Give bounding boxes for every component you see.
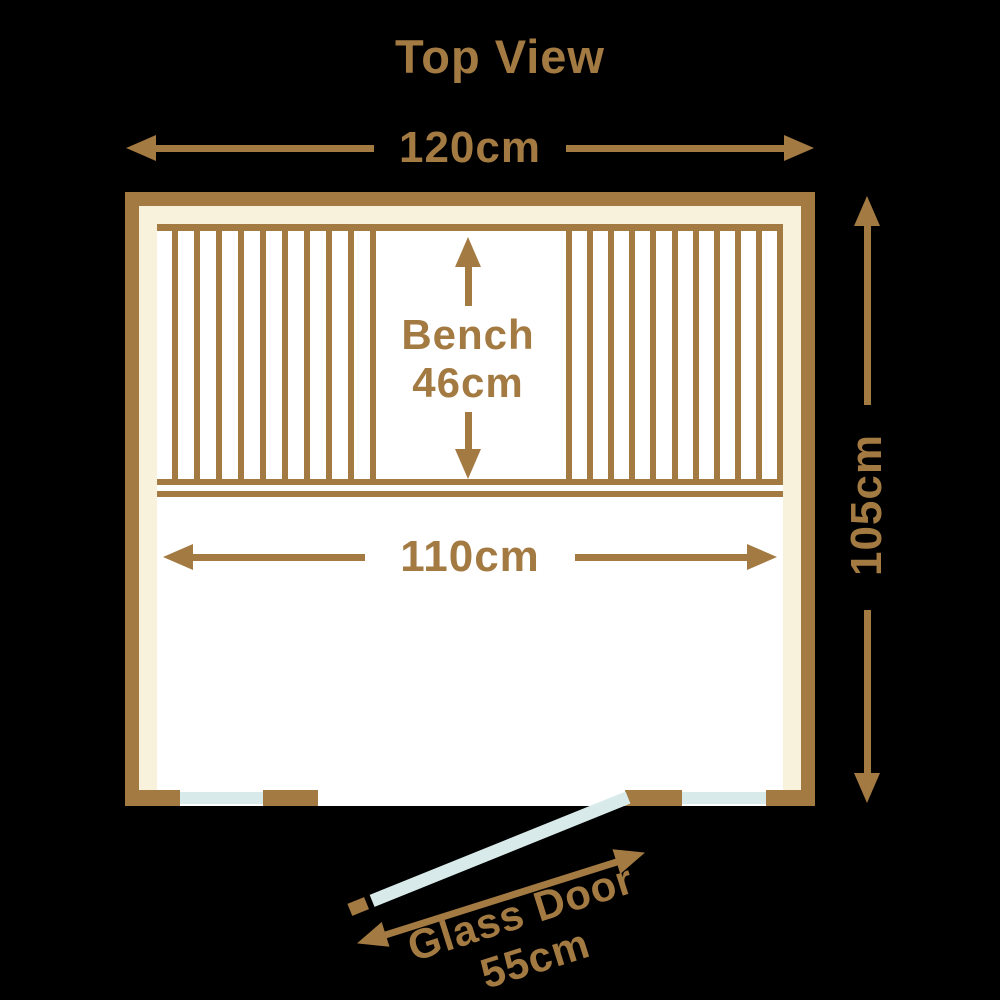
bench-slat xyxy=(713,231,720,479)
bench-label: Bench xyxy=(401,311,535,358)
arrow-right-icon xyxy=(784,135,814,161)
wall-right-lining xyxy=(783,206,801,790)
bench-slat xyxy=(348,231,354,479)
wall-left-lining xyxy=(139,206,157,790)
bench-slat xyxy=(734,231,741,479)
bench-slat xyxy=(282,231,288,479)
overall-width-label: 120cm xyxy=(398,123,541,172)
bottom-wall-segment xyxy=(125,790,180,806)
bench-slat xyxy=(650,231,657,479)
dimension-line-segment xyxy=(566,145,790,152)
bench-slat xyxy=(608,231,615,479)
bench-slat xyxy=(172,231,178,479)
glass-panel-right xyxy=(682,792,766,804)
bottom-wall-segment xyxy=(766,790,815,806)
bench-front-rail-2 xyxy=(157,491,783,497)
bench-slat xyxy=(370,231,376,479)
wall-top-lining xyxy=(139,206,801,224)
bench-slat xyxy=(692,231,699,479)
dimension-line-segment xyxy=(465,412,472,456)
bottom-wall-segment xyxy=(625,790,682,806)
dimension-line-segment xyxy=(465,262,472,306)
wall-top-inner-rail xyxy=(157,224,783,231)
bench-front-rail xyxy=(157,479,783,485)
bench-slat xyxy=(671,231,678,479)
wall-right-outer xyxy=(801,192,815,806)
bench-slat xyxy=(216,231,222,479)
dimension-line-segment xyxy=(864,610,871,779)
bench-slat xyxy=(238,231,244,479)
bench-slat xyxy=(587,231,594,479)
bench-slat xyxy=(304,231,310,479)
bench-slat xyxy=(566,231,572,479)
wall-top-outer xyxy=(125,192,815,206)
overall-depth-label: 105cm xyxy=(842,434,891,577)
bench-slat xyxy=(260,231,266,479)
interior-width-label: 110cm xyxy=(400,532,540,581)
dimension-line-segment xyxy=(187,554,365,561)
bench-slat xyxy=(326,231,332,479)
diagram-title: Top View xyxy=(395,30,605,83)
glass-panel-left xyxy=(180,792,263,804)
dimension-line-segment xyxy=(575,554,753,561)
bench-slat xyxy=(194,231,200,479)
bench-slat xyxy=(777,231,783,479)
bench-depth-label: 46cm xyxy=(412,359,524,406)
dimension-line-segment xyxy=(150,145,374,152)
bottom-wall-segment xyxy=(263,790,318,806)
arrow-right-icon xyxy=(747,544,777,570)
wall-left-outer xyxy=(125,192,139,806)
bench-slat xyxy=(755,231,762,479)
dimension-line-segment xyxy=(864,221,871,405)
arrow-down-icon xyxy=(854,773,880,803)
arrow-down-icon xyxy=(455,449,481,479)
bench-slat xyxy=(629,231,636,479)
